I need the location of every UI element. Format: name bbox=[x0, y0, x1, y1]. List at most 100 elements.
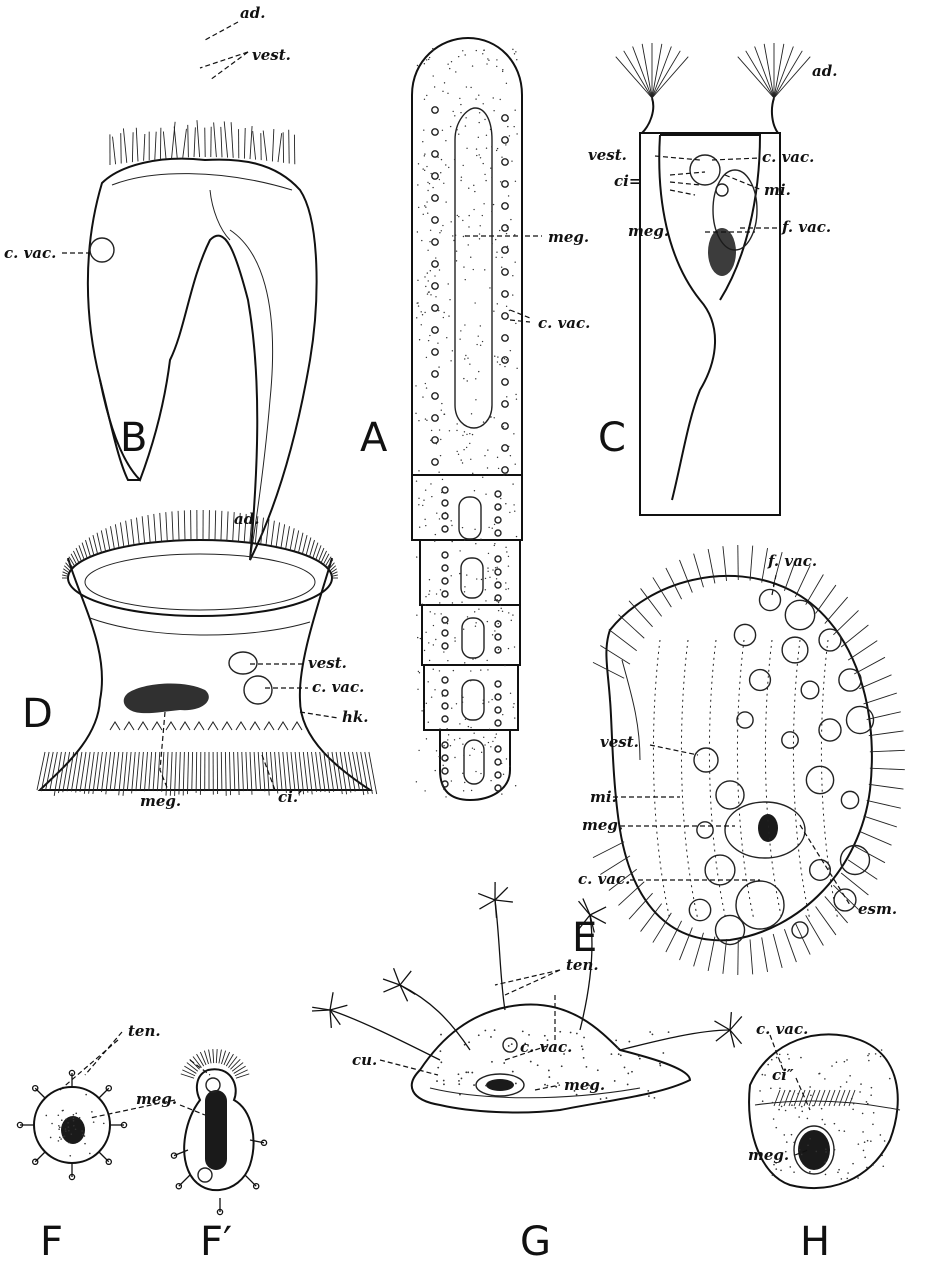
stroke-detail bbox=[442, 630, 448, 636]
stroke-detail bbox=[495, 239, 496, 240]
stroke-detail bbox=[614, 1080, 616, 1082]
stroke-detail bbox=[454, 637, 455, 638]
stroke-detail bbox=[425, 383, 426, 384]
stroke-detail bbox=[862, 1113, 864, 1115]
stroke-detail bbox=[506, 83, 507, 84]
stroke-detail bbox=[483, 50, 484, 51]
stroke-detail bbox=[489, 729, 490, 730]
stroke-detail bbox=[791, 1134, 793, 1136]
stroke-detail bbox=[496, 150, 497, 151]
stroke-detail bbox=[653, 913, 671, 943]
stroke-detail bbox=[836, 1061, 838, 1063]
stroke-detail bbox=[286, 526, 290, 549]
stroke-detail bbox=[172, 511, 173, 540]
stroke-detail bbox=[440, 1034, 442, 1036]
stroke-detail bbox=[500, 608, 501, 609]
stroke-detail bbox=[819, 629, 841, 651]
stroke-detail bbox=[503, 426, 504, 427]
stroke-detail bbox=[428, 59, 429, 60]
stroke-detail bbox=[816, 906, 836, 934]
stroke-detail bbox=[465, 355, 466, 356]
stroke-detail bbox=[615, 1039, 617, 1041]
stroke-detail bbox=[841, 791, 858, 808]
stroke-detail bbox=[807, 1118, 809, 1120]
stroke-detail bbox=[442, 500, 448, 506]
stroke-detail bbox=[91, 1111, 93, 1113]
stroke-detail bbox=[439, 728, 440, 729]
stroke-detail bbox=[478, 122, 479, 123]
stroke-detail bbox=[421, 603, 422, 604]
stroke-detail bbox=[68, 1130, 70, 1132]
stroke-detail bbox=[447, 660, 448, 661]
stroke-detail bbox=[433, 644, 434, 645]
stroke-detail bbox=[497, 620, 498, 621]
stroke-detail bbox=[498, 602, 499, 603]
stroke-detail bbox=[866, 1167, 868, 1169]
stroke-detail bbox=[870, 768, 905, 770]
label-g-cvac: c. vac. bbox=[520, 1040, 572, 1055]
stroke-detail bbox=[454, 739, 455, 740]
stroke-detail bbox=[227, 511, 228, 540]
stroke-detail bbox=[841, 625, 868, 647]
stroke-detail bbox=[867, 800, 901, 808]
stroke-detail bbox=[478, 608, 479, 609]
stroke-detail bbox=[501, 257, 502, 258]
stroke-detail bbox=[422, 141, 423, 142]
stroke-detail bbox=[430, 294, 431, 295]
stroke-detail bbox=[445, 201, 446, 202]
stroke-detail bbox=[415, 413, 416, 414]
stroke-detail bbox=[37, 752, 45, 790]
stroke-detail bbox=[486, 148, 487, 149]
stroke-detail bbox=[494, 543, 495, 544]
stroke-detail bbox=[450, 126, 451, 127]
stroke-detail bbox=[436, 593, 437, 594]
stroke-detail bbox=[512, 614, 513, 615]
stroke-detail bbox=[459, 338, 460, 339]
stroke-detail bbox=[421, 324, 422, 325]
stroke-detail bbox=[421, 710, 422, 711]
stroke-detail bbox=[515, 323, 516, 324]
stroke-detail bbox=[287, 752, 291, 792]
stroke-detail bbox=[789, 1090, 795, 1106]
stroke-detail bbox=[417, 231, 418, 232]
figure-letter-e: E bbox=[572, 918, 597, 958]
stroke-detail bbox=[472, 658, 473, 659]
stroke-detail bbox=[464, 586, 465, 587]
stroke-detail bbox=[495, 582, 501, 588]
stroke-detail bbox=[464, 539, 465, 540]
stroke-detail bbox=[429, 590, 430, 591]
stroke-detail bbox=[505, 547, 506, 548]
stroke-detail bbox=[793, 1171, 795, 1173]
stroke-detail bbox=[234, 1066, 246, 1073]
stroke-detail bbox=[510, 350, 511, 351]
stroke-detail bbox=[254, 752, 256, 790]
stroke-detail bbox=[443, 1083, 445, 1085]
stroke-detail bbox=[124, 722, 134, 730]
stroke-detail bbox=[67, 1122, 69, 1124]
stroke-detail bbox=[497, 148, 498, 149]
stroke-detail bbox=[559, 1031, 561, 1033]
stroke-detail bbox=[464, 1044, 466, 1046]
stroke-detail bbox=[810, 860, 831, 881]
stroke-detail bbox=[509, 135, 510, 136]
stroke-detail bbox=[600, 645, 630, 664]
stroke-detail bbox=[875, 1053, 877, 1055]
stroke-detail bbox=[470, 680, 471, 681]
stroke-detail bbox=[437, 157, 438, 158]
stroke-detail bbox=[834, 1090, 840, 1106]
stroke-detail bbox=[547, 1085, 549, 1087]
stroke-detail bbox=[848, 641, 877, 660]
stroke-detail bbox=[456, 129, 457, 130]
stroke-detail bbox=[464, 54, 465, 55]
stroke-detail bbox=[787, 1054, 789, 1056]
stroke-detail bbox=[418, 305, 419, 306]
stroke-detail bbox=[432, 173, 438, 179]
stroke-detail bbox=[442, 487, 448, 493]
stroke-detail bbox=[423, 500, 424, 501]
stroke-detail bbox=[486, 135, 487, 136]
stroke-detail bbox=[424, 170, 425, 171]
stroke-detail bbox=[427, 250, 428, 251]
stroke-detail bbox=[463, 790, 464, 791]
stroke-detail bbox=[512, 294, 513, 295]
stroke-detail bbox=[485, 1085, 487, 1087]
